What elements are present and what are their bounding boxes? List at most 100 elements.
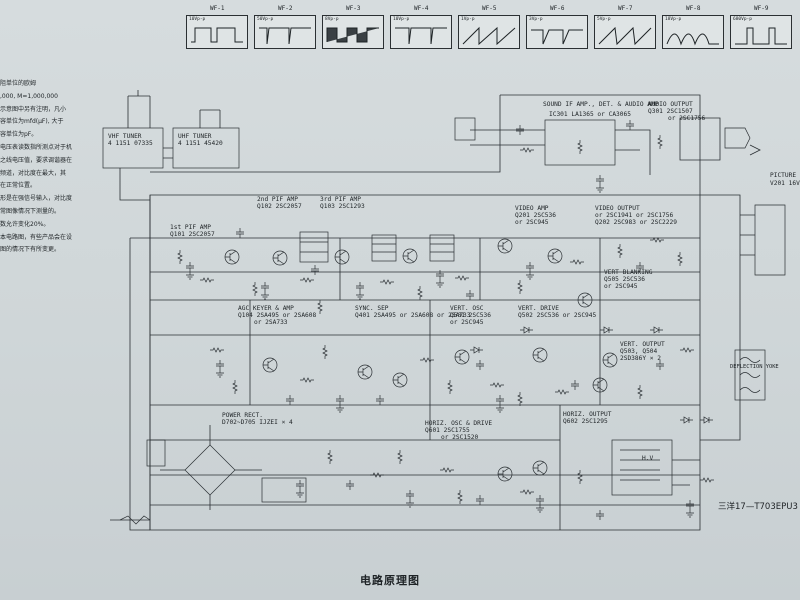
note-line: 频道，对比度在最大，其 (0, 169, 67, 177)
resistor-symbol (440, 467, 454, 473)
resistor-symbol (317, 300, 323, 314)
sound-block-label: SOUND IF AMP., DET. & AUDIO AMP (543, 101, 659, 108)
ground-symbol (436, 280, 444, 288)
capacitor-symbol (436, 270, 444, 280)
transistor-symbol (532, 460, 548, 476)
resistor-symbol (177, 250, 183, 264)
note-line: 形是在强信号输入，对比度 (0, 195, 73, 203)
waveform-name: WF-7 (618, 5, 633, 12)
resistor-symbol (700, 477, 714, 483)
ground-symbol (296, 490, 304, 498)
diode-symbol (600, 326, 613, 334)
resistor-symbol (455, 275, 469, 281)
resistor-symbol (577, 470, 583, 484)
power-reg-box (261, 477, 307, 503)
diode-symbol (520, 326, 533, 334)
resistor-symbol (520, 489, 534, 495)
power-rect-label: POWER RECT.D702~D705 IJZEI × 4 (222, 412, 293, 426)
ground-symbol (216, 370, 224, 378)
waveform-trace (598, 26, 652, 46)
deflection-yoke-label: DEFLECTION YOKE (730, 364, 779, 370)
power-transformer-box (146, 439, 166, 467)
wire (150, 95, 501, 173)
if-transformer-box (299, 231, 329, 263)
resistor-symbol (417, 286, 423, 300)
sound-ic-box (544, 119, 616, 166)
waveform-name: WF-6 (550, 5, 565, 12)
resistor-symbol (252, 282, 258, 296)
resistor-symbol (300, 377, 314, 383)
waveform-value: 10Vp-p (189, 17, 206, 22)
resistor-symbol (420, 357, 434, 363)
waveform-box: 1Vp-p (458, 15, 520, 49)
note-line: 常图像情况下测量的。 (0, 207, 61, 215)
note-line: 数允许变化20%。 (0, 220, 50, 228)
resistor-symbol (322, 345, 328, 359)
note-line: 在正常位置。 (0, 182, 37, 190)
capacitor-symbol (686, 500, 694, 510)
waveform-value: 5Vp-p (597, 17, 611, 22)
capacitor-symbol (571, 380, 579, 390)
resistor-symbol (680, 347, 694, 353)
wire (620, 449, 660, 481)
waveform-value: 50Vp-p (257, 17, 274, 22)
transistor-symbol (577, 292, 593, 308)
resistor-symbol (490, 382, 504, 388)
resistor-symbol (617, 244, 623, 258)
ground-symbol (336, 405, 344, 413)
resistor-symbol (232, 380, 238, 394)
transistor-symbol (454, 349, 470, 365)
note-line: 示意图中另有注明，凡小 (0, 105, 67, 113)
resistor-symbol (517, 392, 523, 406)
diode-symbol (680, 416, 693, 424)
resistor-symbol (200, 277, 214, 283)
note-line: 电压表读数指所测点对于机 (0, 143, 73, 151)
capacitor-symbol (406, 490, 414, 500)
transistor-symbol (334, 249, 350, 265)
waveform-box: 3Vp-p (526, 15, 588, 49)
resistor-symbol (397, 450, 403, 464)
capacitor-symbol (286, 395, 294, 405)
wire (160, 425, 262, 510)
ground-symbol (406, 500, 414, 508)
if-transformer-box (429, 234, 455, 262)
waveform-value: 3Vp-p (529, 17, 543, 22)
capacitor-symbol (296, 480, 304, 490)
hv-label: H.V (642, 455, 654, 462)
waveform-trace (191, 27, 243, 43)
transistor-symbol (497, 238, 513, 254)
wire (740, 214, 755, 256)
transistor-symbol (547, 248, 563, 264)
waveform-box: 680Vp-p (730, 15, 792, 49)
ground-symbol (356, 292, 364, 300)
ground-symbol (261, 292, 269, 300)
bridge-rectifier-symbol (184, 444, 236, 496)
capacitor-symbol (336, 395, 344, 405)
wire (672, 459, 700, 486)
waveform-trace (735, 27, 787, 45)
capacitor-symbol (376, 395, 384, 405)
capacitor-symbol (186, 262, 194, 272)
capacitor-symbol (496, 395, 504, 405)
waveform-trace (259, 27, 311, 45)
waveform-trace (326, 27, 379, 43)
waveform-trace (395, 27, 447, 45)
waveform-value: 18Vp-p (665, 17, 682, 22)
uhf-tuner-box (172, 127, 240, 169)
capacitor-symbol (236, 228, 244, 238)
diagram-caption: 电路原理图 (360, 574, 420, 587)
capacitor-symbol (476, 360, 484, 370)
diode-symbol (700, 416, 713, 424)
transistor-symbol (402, 248, 418, 264)
capacitor-symbol (596, 510, 604, 520)
wire (119, 168, 150, 201)
resistor-symbol (570, 259, 584, 265)
vhf-tuner-box (102, 127, 164, 169)
